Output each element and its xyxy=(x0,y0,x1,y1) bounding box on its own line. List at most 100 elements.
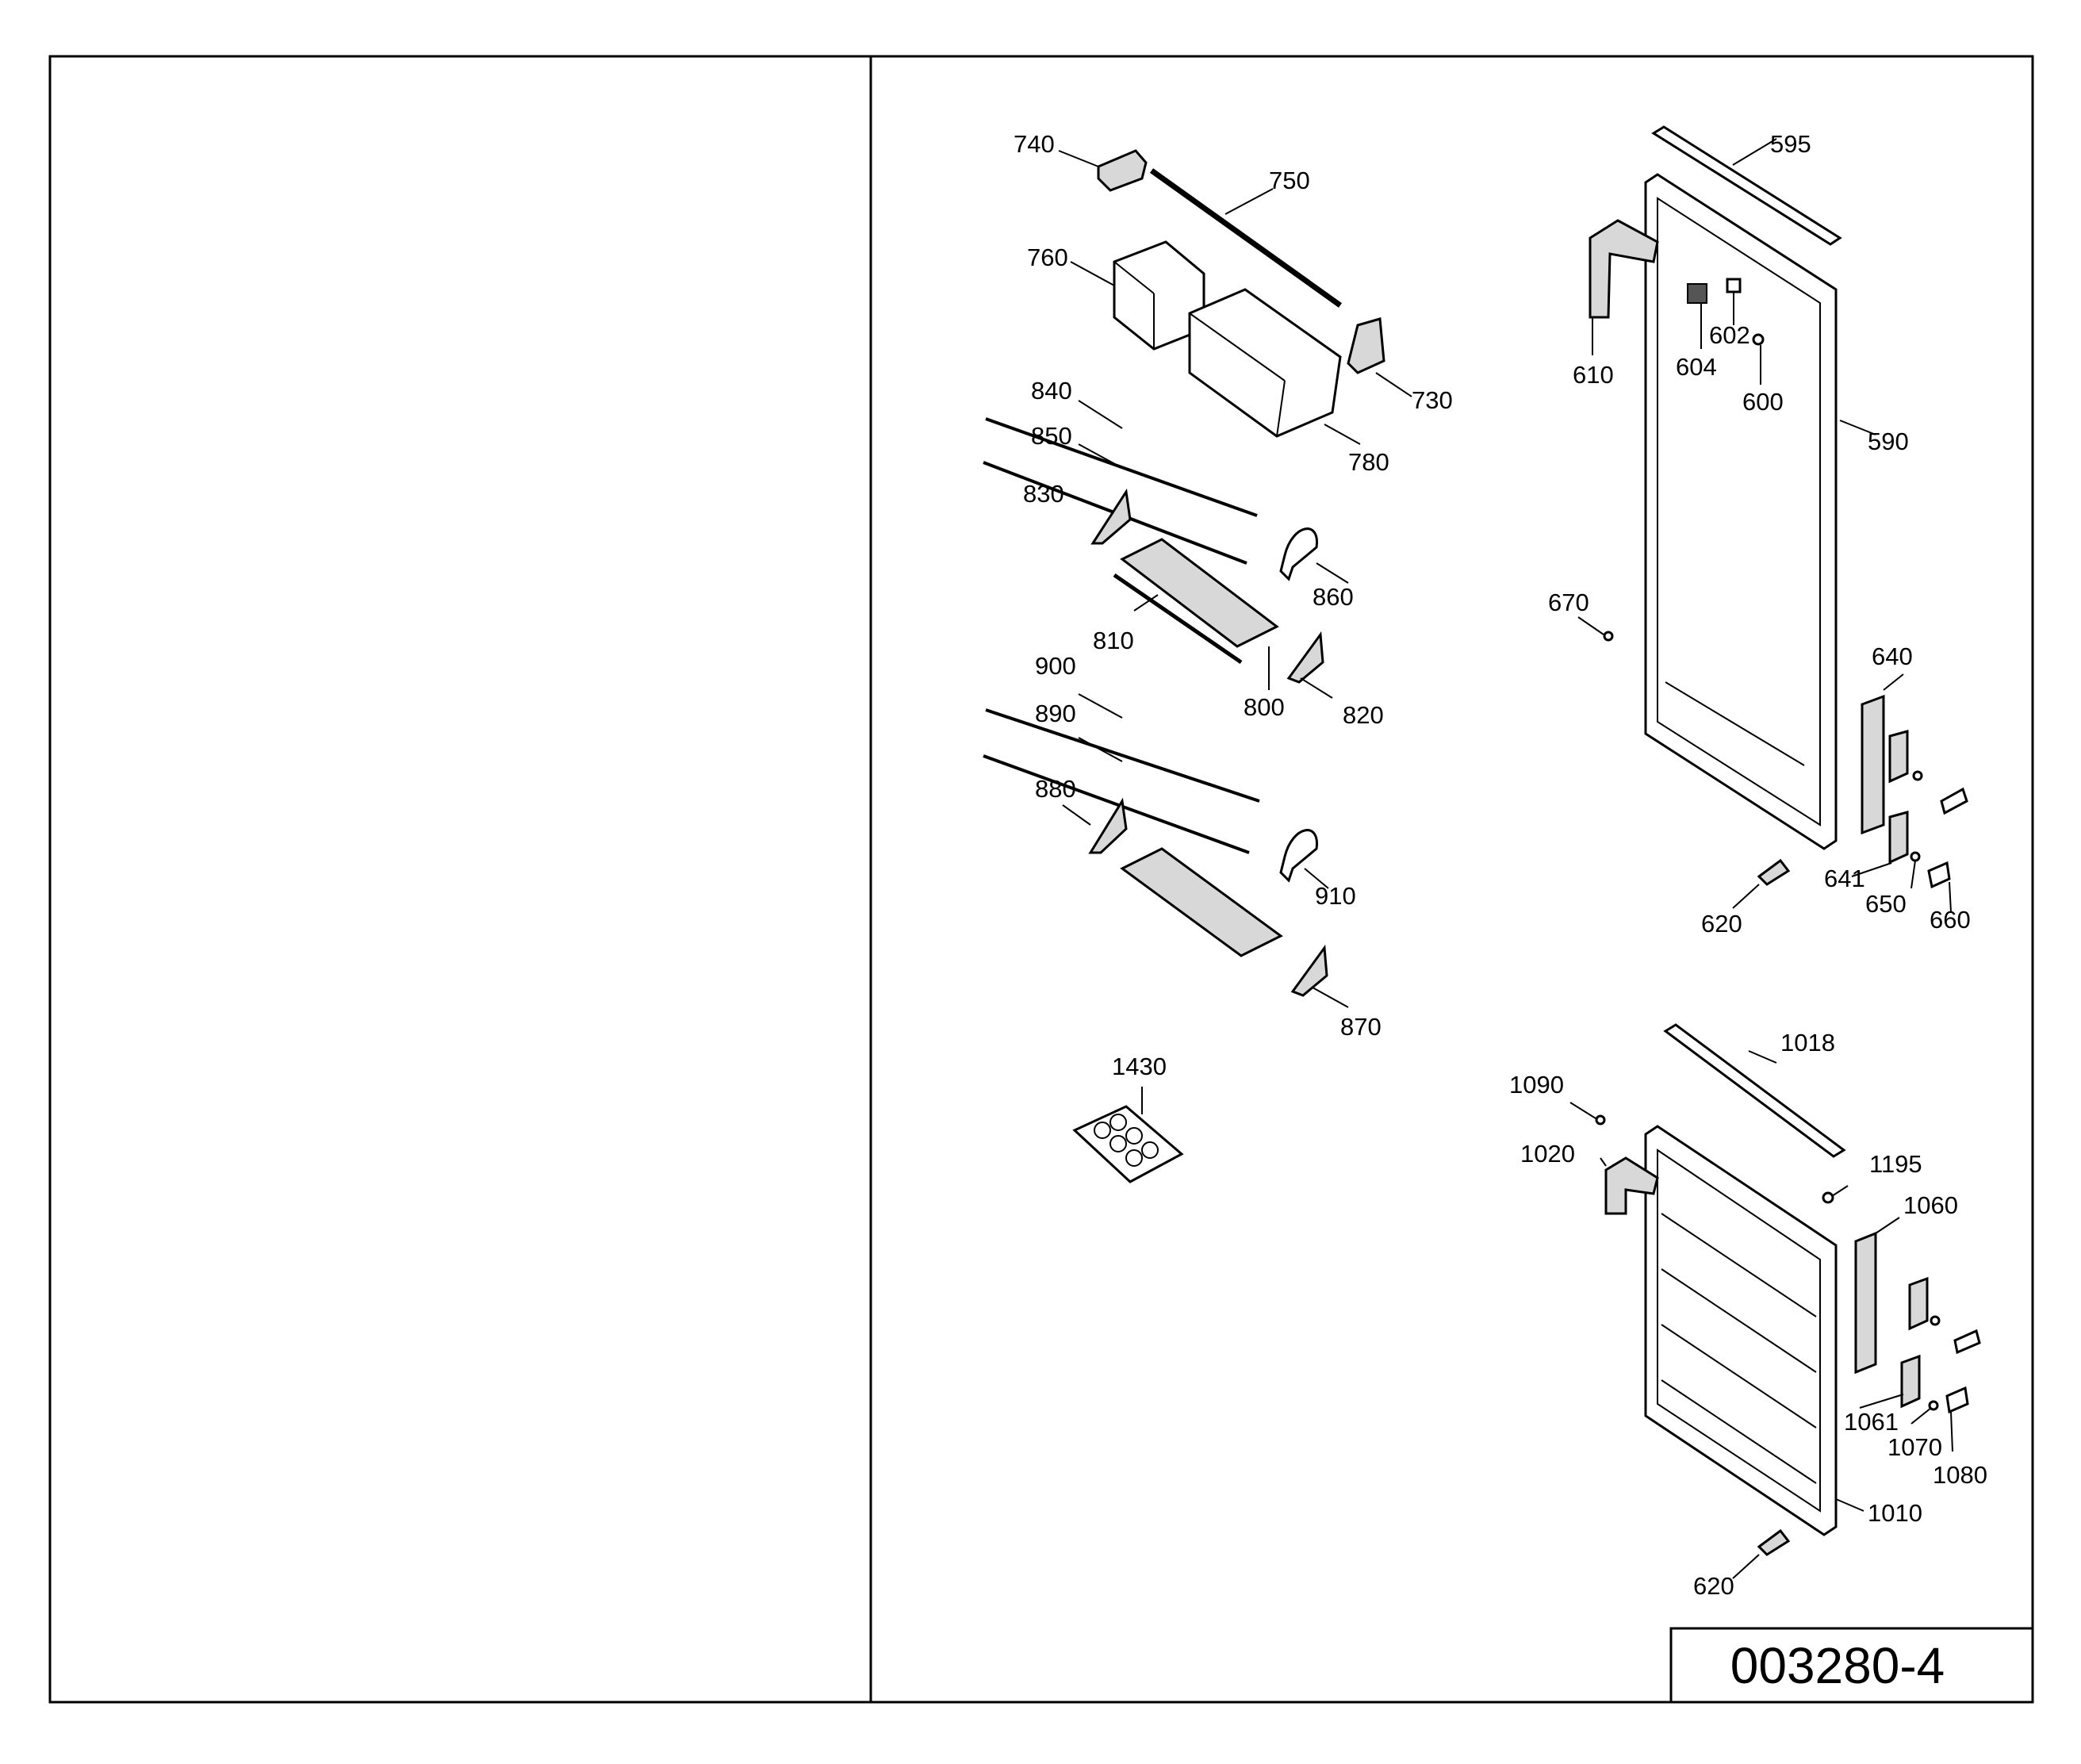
part-590-door xyxy=(1644,173,1838,850)
part-1080-cover xyxy=(1953,1329,1981,1355)
leader-lines xyxy=(1058,138,1953,1579)
part-590-inner xyxy=(1657,197,1821,826)
part-750-rod xyxy=(1149,168,1343,308)
part-780-tray xyxy=(1188,288,1342,438)
label-604: 604 xyxy=(1676,353,1717,381)
part-910-clip xyxy=(1279,829,1318,883)
label-602: 602 xyxy=(1709,321,1750,349)
part-730-bracket xyxy=(1347,317,1385,374)
part-604-switch xyxy=(1687,283,1707,304)
label-730: 730 xyxy=(1412,386,1453,414)
part-620-latch xyxy=(1757,858,1791,886)
part-labels: 740 750 760 730 780 840 850 830 860 810 … xyxy=(1014,130,1987,1600)
label-850: 850 xyxy=(1031,422,1072,450)
part-595-cover xyxy=(1651,125,1842,246)
label-900: 900 xyxy=(1035,652,1076,680)
label-1070: 1070 xyxy=(1887,1433,1942,1461)
part-740-bracket xyxy=(1097,149,1148,192)
label-595: 595 xyxy=(1770,130,1811,158)
label-660: 660 xyxy=(1930,906,1971,934)
label-640: 640 xyxy=(1872,642,1913,670)
label-600: 600 xyxy=(1742,388,1784,416)
part-1010-inner xyxy=(1657,1149,1821,1513)
part-1061-hinge-2 xyxy=(1900,1354,1921,1409)
part-1018-cover xyxy=(1663,1023,1846,1158)
part-780-edge xyxy=(1189,313,1286,382)
part-1061-hinge xyxy=(1908,1276,1929,1331)
part-1080-cover-2 xyxy=(1945,1386,1969,1414)
part-600-screw xyxy=(1752,333,1765,346)
shelf-parts-group xyxy=(983,149,1385,1183)
label-740: 740 xyxy=(1014,130,1055,158)
label-750: 750 xyxy=(1269,167,1310,194)
egg-cups xyxy=(1094,1114,1159,1167)
label-1060: 1060 xyxy=(1903,1191,1958,1219)
upper-door-group xyxy=(1589,125,1968,889)
label-620-upper: 620 xyxy=(1701,910,1742,938)
part-650-screw xyxy=(1912,770,1923,781)
label-1010: 1010 xyxy=(1868,1499,1922,1527)
part-602-cap xyxy=(1726,278,1742,293)
label-1195: 1195 xyxy=(1869,1150,1922,1178)
part-890-rail xyxy=(983,754,1250,854)
part-1090-screw xyxy=(1595,1114,1606,1126)
part-860-clip xyxy=(1279,527,1318,581)
label-590: 590 xyxy=(1868,428,1909,455)
label-890: 890 xyxy=(1035,700,1076,727)
label-1080: 1080 xyxy=(1933,1461,1987,1489)
part-880-bracket xyxy=(1088,797,1128,854)
label-780: 780 xyxy=(1348,448,1389,476)
label-870: 870 xyxy=(1340,1013,1382,1041)
label-1020: 1020 xyxy=(1520,1140,1575,1168)
part-870-bracket xyxy=(1290,944,1328,997)
drawing-number: 003280-4 xyxy=(1730,1637,1945,1694)
label-1018: 1018 xyxy=(1780,1029,1835,1056)
part-760-edge xyxy=(1113,261,1155,294)
label-880: 880 xyxy=(1035,775,1076,803)
part-780-edge2 xyxy=(1276,380,1286,437)
part-1195-plug xyxy=(1822,1191,1834,1204)
part-641-hinge xyxy=(1888,730,1909,784)
part-590-inner-line xyxy=(1665,681,1805,766)
label-670: 670 xyxy=(1548,589,1589,616)
outer-frame xyxy=(48,55,2034,1704)
label-810: 810 xyxy=(1093,627,1134,654)
part-lower-shelf xyxy=(1120,847,1283,957)
label-830: 830 xyxy=(1023,480,1064,508)
label-1090: 1090 xyxy=(1509,1071,1564,1099)
part-1020-handle xyxy=(1604,1156,1659,1215)
label-910: 910 xyxy=(1315,882,1356,910)
part-640-hinge xyxy=(1861,694,1885,835)
part-1010-door xyxy=(1644,1125,1838,1536)
label-620-lower: 620 xyxy=(1693,1572,1734,1600)
label-610: 610 xyxy=(1573,361,1614,389)
part-620-latch-lower xyxy=(1757,1528,1791,1556)
part-660-cover-2 xyxy=(1927,861,1951,889)
label-650: 650 xyxy=(1865,890,1907,918)
part-820-bracket xyxy=(1286,631,1324,684)
label-820: 820 xyxy=(1343,701,1384,729)
part-830-bracket xyxy=(1090,488,1132,545)
part-670-screw xyxy=(1603,631,1614,642)
part-900-rail xyxy=(985,708,1260,803)
label-1061: 1061 xyxy=(1844,1408,1899,1436)
label-760: 760 xyxy=(1027,244,1068,271)
part-810-rod xyxy=(1113,573,1243,665)
part-800-shelf xyxy=(1120,538,1279,648)
part-1430-egg-tray xyxy=(1072,1105,1184,1183)
label-840: 840 xyxy=(1031,377,1072,405)
label-641: 641 xyxy=(1824,865,1865,892)
label-860: 860 xyxy=(1313,583,1354,611)
part-641-hinge-2 xyxy=(1888,811,1909,865)
label-800: 800 xyxy=(1244,693,1285,721)
part-1070-screw-2 xyxy=(1928,1400,1939,1411)
lower-door-group xyxy=(1595,1023,1981,1556)
part-660-cover xyxy=(1940,787,1968,815)
part-1060-hinge xyxy=(1854,1231,1877,1375)
part-1010-ribs xyxy=(1661,1213,1817,1484)
part-650-screw-2 xyxy=(1910,851,1921,862)
label-1430: 1430 xyxy=(1112,1053,1167,1080)
part-1070-screw xyxy=(1930,1315,1941,1326)
title-block xyxy=(1669,1627,2034,1704)
